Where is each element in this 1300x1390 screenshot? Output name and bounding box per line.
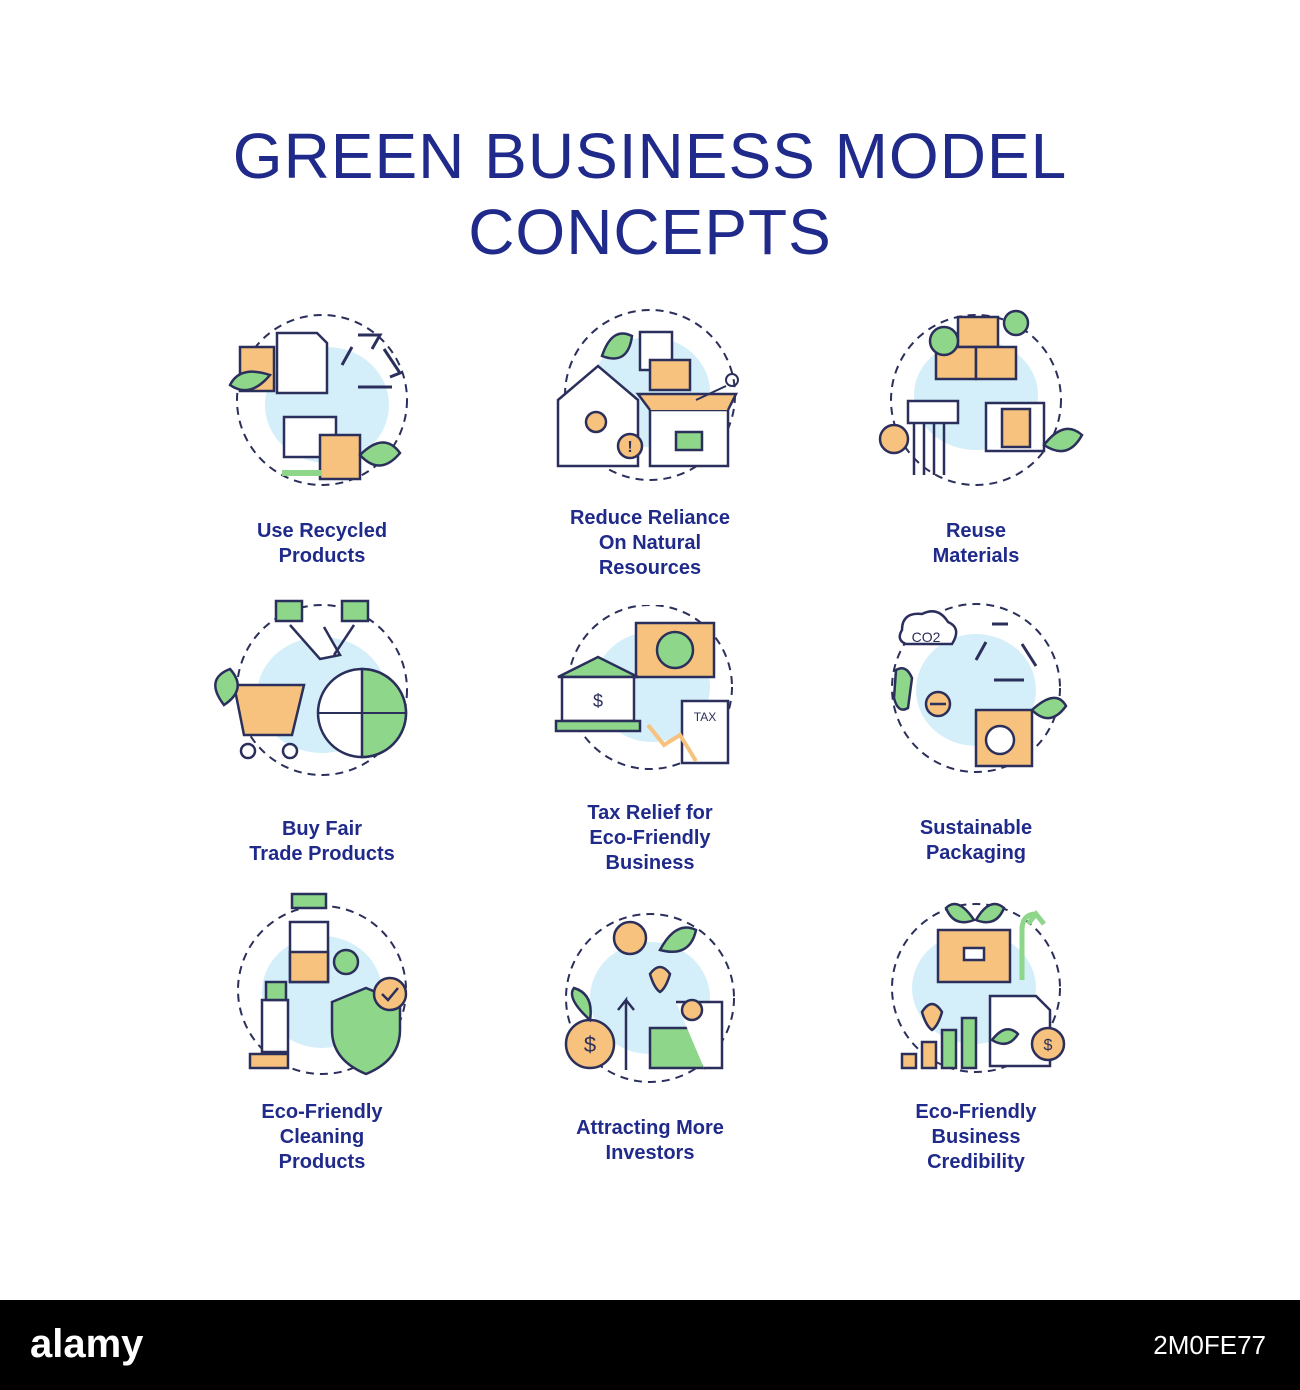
concept-label: Use Recycled Products: [256, 520, 388, 567]
tax-relief-icon: $ TAX: [500, 605, 800, 795]
svg-text:CO2: CO2: [912, 629, 941, 645]
concept-label: Reduce Reliance On Natural Resources: [569, 507, 731, 579]
image-id: 2M0FE77: [1153, 1330, 1266, 1360]
title-line-1: GREEN BUSINESS MODEL: [232, 120, 1068, 192]
svg-text:!: !: [627, 439, 632, 456]
alamy-logo: alamy: [30, 1322, 144, 1366]
reuse-materials-icon: [826, 305, 1126, 495]
stock-footer-bar: alamy 2M0FE77: [0, 1300, 1300, 1390]
concept-label: Eco-Friendly Business Credibility: [915, 1101, 1037, 1173]
svg-text:$: $: [593, 691, 603, 711]
business-credibility-icon: $: [826, 890, 1126, 1080]
title-line-2: CONCEPTS: [468, 196, 832, 268]
svg-text:$: $: [1044, 1037, 1053, 1054]
concept-label: Attracting More Investors: [576, 1117, 724, 1164]
svg-text:TAX: TAX: [694, 710, 716, 724]
concept-label: Reuse Materials: [932, 520, 1020, 567]
concept-label: Tax Relief for Eco-Friendly Business: [587, 802, 713, 874]
investors-icon: $: [500, 900, 800, 1090]
page-title: GREEN BUSINESS MODEL CONCEPTS: [0, 118, 1300, 270]
sustainable-packaging-icon: CO2: [826, 600, 1126, 790]
fair-trade-icon: [172, 595, 472, 785]
concept-label: Buy Fair Trade Products: [249, 818, 395, 865]
svg-text:$: $: [584, 1032, 596, 1057]
natural-resources-icon: !: [500, 300, 800, 490]
recycled-products-icon: [172, 305, 472, 495]
concept-label: Sustainable Packaging: [919, 817, 1033, 864]
cleaning-products-icon: [172, 892, 472, 1082]
concept-label: Eco-Friendly Cleaning Products: [261, 1101, 383, 1173]
